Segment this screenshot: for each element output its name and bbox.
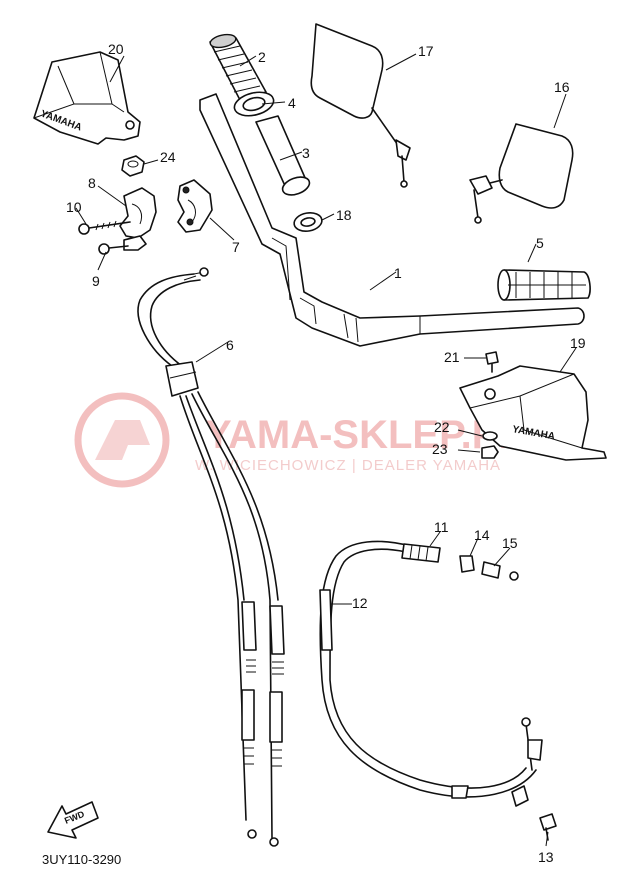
forward-arrow: FWD (47, 801, 99, 839)
adjuster-11 (401, 543, 441, 563)
callout-16: 16 (554, 79, 570, 95)
holder-7 (177, 179, 213, 233)
lever-holder-8 (119, 187, 157, 251)
watermark-subtitle: W. WICIECHOWICZ | DEALER YAMAHA (195, 457, 501, 474)
callout-12: 12 (352, 595, 368, 611)
callout-2: 2 (258, 49, 266, 65)
nut-24 (121, 155, 145, 177)
callout-7: 7 (232, 239, 240, 255)
callout-6: 6 (226, 337, 234, 353)
nut-23 (481, 445, 499, 459)
callout-11: 11 (434, 519, 449, 535)
grip-right-5 (497, 269, 591, 301)
grip-left-2 (209, 33, 267, 101)
screw-9 (98, 243, 129, 255)
callout-4: 4 (288, 95, 296, 111)
throttle-cable-6 (137, 267, 285, 847)
mirror-left-16 (469, 123, 574, 224)
cable-12 (319, 540, 543, 807)
callout-23: 23 (432, 441, 448, 457)
callout-18: 18 (336, 207, 352, 223)
bolt-13 (539, 813, 557, 841)
callout-15: 15 (502, 535, 518, 551)
watermark-logo (74, 392, 170, 488)
leader-lines (75, 53, 577, 847)
watermark-title: YAMA-SKLEP.PL (205, 413, 523, 457)
callout-5: 5 (536, 235, 544, 251)
screw-10 (78, 220, 131, 235)
ring-18 (293, 212, 323, 232)
adjuster-nut-14 (459, 555, 475, 573)
callout-labels: 20 2 4 3 17 16 24 8 10 9 7 18 5 1 6 21 1… (66, 41, 586, 865)
callout-8: 8 (88, 175, 96, 191)
diagram-code: 3UY110-3290 (42, 852, 121, 867)
callout-17: 17 (418, 43, 434, 59)
callout-14: 14 (474, 527, 490, 543)
mirror-right-17 (310, 23, 411, 188)
callout-3: 3 (302, 145, 310, 161)
callout-9: 9 (92, 273, 100, 289)
callout-24: 24 (160, 149, 176, 165)
callout-13: 13 (538, 849, 554, 865)
washer-22 (482, 431, 498, 441)
bolt-21 (485, 351, 499, 373)
callout-20: 20 (108, 41, 124, 57)
throttle-tube-3 (255, 115, 311, 196)
callout-10: 10 (66, 199, 82, 215)
callout-21: 21 (444, 349, 460, 365)
bolt-15 (481, 561, 519, 581)
hand-guard-left: YAMAHA (33, 51, 141, 145)
handlebar-1 (199, 93, 585, 347)
callout-22: 22 (434, 419, 450, 435)
callout-19: 19 (570, 335, 586, 351)
ring-4 (233, 91, 275, 117)
watermark: YAMA-SKLEP.PL W. WICIECHOWICZ | DEALER Y… (74, 392, 523, 488)
callout-1: 1 (394, 265, 402, 281)
